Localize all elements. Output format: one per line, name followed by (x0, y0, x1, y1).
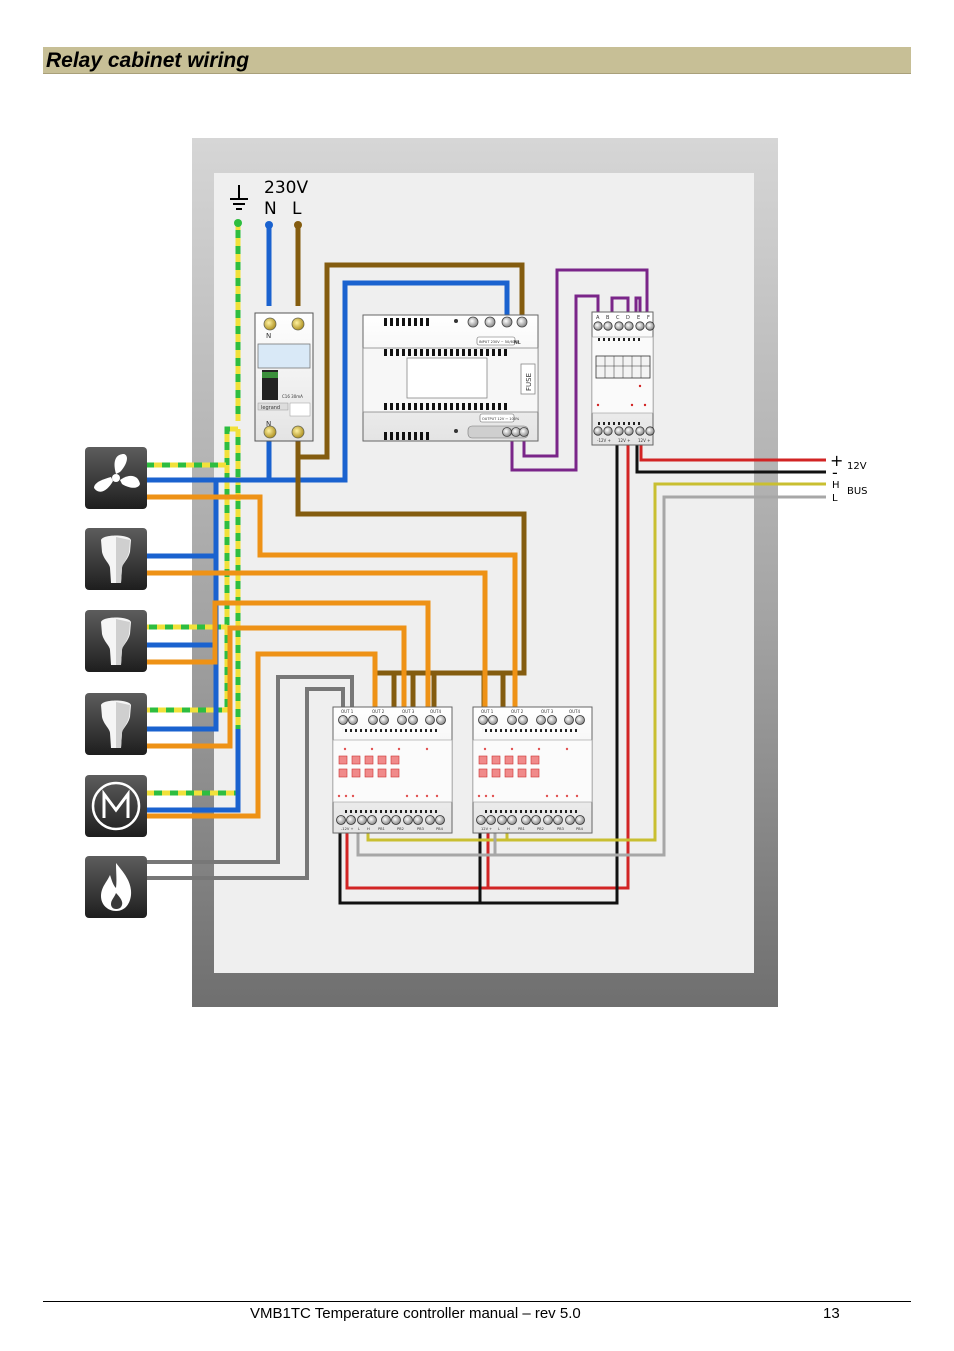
input-terminal-c: C (616, 315, 620, 321)
footer-text: VMB1TC Temperature controller manual – r… (250, 1305, 581, 1322)
relay1-bus-terminal-4: PB1 (378, 827, 385, 831)
relay-module-1: OUT 1 OUT 2 OUT 3 OUT4 (332, 706, 453, 834)
breaker-brand: legrand (261, 405, 280, 411)
relay2-bus-terminal-7: PB4 (576, 827, 584, 831)
flame-icon (85, 856, 147, 918)
section-title: Relay cabinet wiring (46, 49, 250, 72)
earth-wires (147, 222, 241, 796)
breaker-rating: C16 30mA (282, 394, 303, 399)
earth-symbol (230, 185, 248, 210)
relay1-out1-label: OUT 1 (341, 709, 354, 714)
relay2-bus-terminal-1: 12V + (481, 827, 492, 831)
psu-output-label: OUTPUT 12V ⎓ 100% (482, 417, 520, 421)
lamp-icon (85, 610, 147, 672)
relay1-bus-terminal-2: L (358, 827, 360, 831)
earth-terminal (234, 219, 242, 227)
relay2-bus-terminal-4: PB1 (518, 827, 525, 831)
relay2-out3-label: OUT 3 (541, 709, 554, 714)
section-title-bar: Relay cabinet wiring (43, 47, 911, 74)
supply-negative-wires (338, 445, 826, 905)
relay1-bus-terminal-1: -12V + (341, 827, 353, 831)
psu-input-label: INPUT 230V ~ 50/60Hz (479, 340, 520, 344)
bus-h-label: H (832, 480, 840, 491)
relay2-out4-label: OUT4 (569, 709, 581, 714)
gas-valve-wires (147, 675, 354, 880)
rcbo-breaker: N C16 30mA legrand N (254, 312, 314, 442)
input-bottom-terminal-1: -12V + (597, 438, 611, 443)
supply-positive-wires (345, 445, 826, 890)
input-bottom-terminal-3: 12V + (638, 438, 650, 443)
live-wires (295, 222, 527, 708)
power-supply-module: INPUT 230V ~ 50/60Hz NL FUSE OUTPUT 12V … (362, 314, 539, 442)
psu-fuse-label: FUSE (525, 373, 533, 391)
bus-l-label: L (832, 493, 838, 504)
relay1-bus-terminal-5: PB2 (397, 827, 404, 831)
input-terminal-e: E (637, 315, 640, 321)
bus-labels: + - 12V H L BUS (830, 451, 868, 504)
relay1-bus-terminal-3: H (367, 827, 370, 831)
relay2-bus-terminal-5: PB2 (537, 827, 544, 831)
bus-name-label: BUS (847, 486, 868, 497)
bus-low-wires (356, 495, 826, 857)
motor-icon (85, 775, 147, 837)
input-bottom-terminal-2: 12V + (618, 438, 630, 443)
switched-wires (147, 494, 518, 819)
neutral-terminal (265, 221, 273, 229)
relay1-out2-label: OUT 2 (372, 709, 385, 714)
bus-voltage-label: 12V (847, 461, 867, 472)
relay1-bus-terminal-6: PB3 (417, 827, 424, 831)
footer-rule (43, 1301, 911, 1302)
input-terminal-f: F (647, 315, 650, 321)
input-terminal-b: B (606, 315, 610, 321)
live-terminal (294, 221, 302, 229)
relay1-out4-label: OUT4 (430, 709, 442, 714)
lamp-icon (85, 528, 147, 590)
lamp-icon (85, 693, 147, 755)
relay-module-2: OUT 1 OUT 2 OUT 3 OUT4 (472, 706, 593, 834)
relay2-bus-terminal-3: H (507, 827, 510, 831)
input-wires (510, 268, 649, 472)
fan-icon (85, 447, 147, 509)
bus-plus-label: + (830, 451, 843, 470)
wires (147, 222, 826, 905)
relay2-out1-label: OUT 1 (481, 709, 494, 714)
relay2-out2-label: OUT 2 (511, 709, 524, 714)
input-module: A B C D E F (591, 311, 655, 446)
psu-brand-mark: NL (514, 340, 521, 346)
live-label: L (292, 199, 302, 219)
breaker-bottom-mark: N (266, 420, 271, 428)
supply-voltage-label: 230V (264, 178, 308, 198)
bus-high-wires (366, 482, 826, 842)
neutral-label: N (264, 199, 277, 219)
breaker-top-mark: N (266, 332, 271, 340)
bus-minus-label: - (832, 463, 838, 482)
relay1-bus-terminal-7: PB4 (436, 827, 444, 831)
relay2-bus-terminal-6: PB3 (557, 827, 564, 831)
input-terminal-a: A (596, 315, 600, 321)
page-number: 13 (823, 1305, 840, 1322)
input-terminal-d: D (626, 315, 630, 321)
relay2-bus-terminal-2: L (498, 827, 500, 831)
relay1-out3-label: OUT 3 (402, 709, 415, 714)
